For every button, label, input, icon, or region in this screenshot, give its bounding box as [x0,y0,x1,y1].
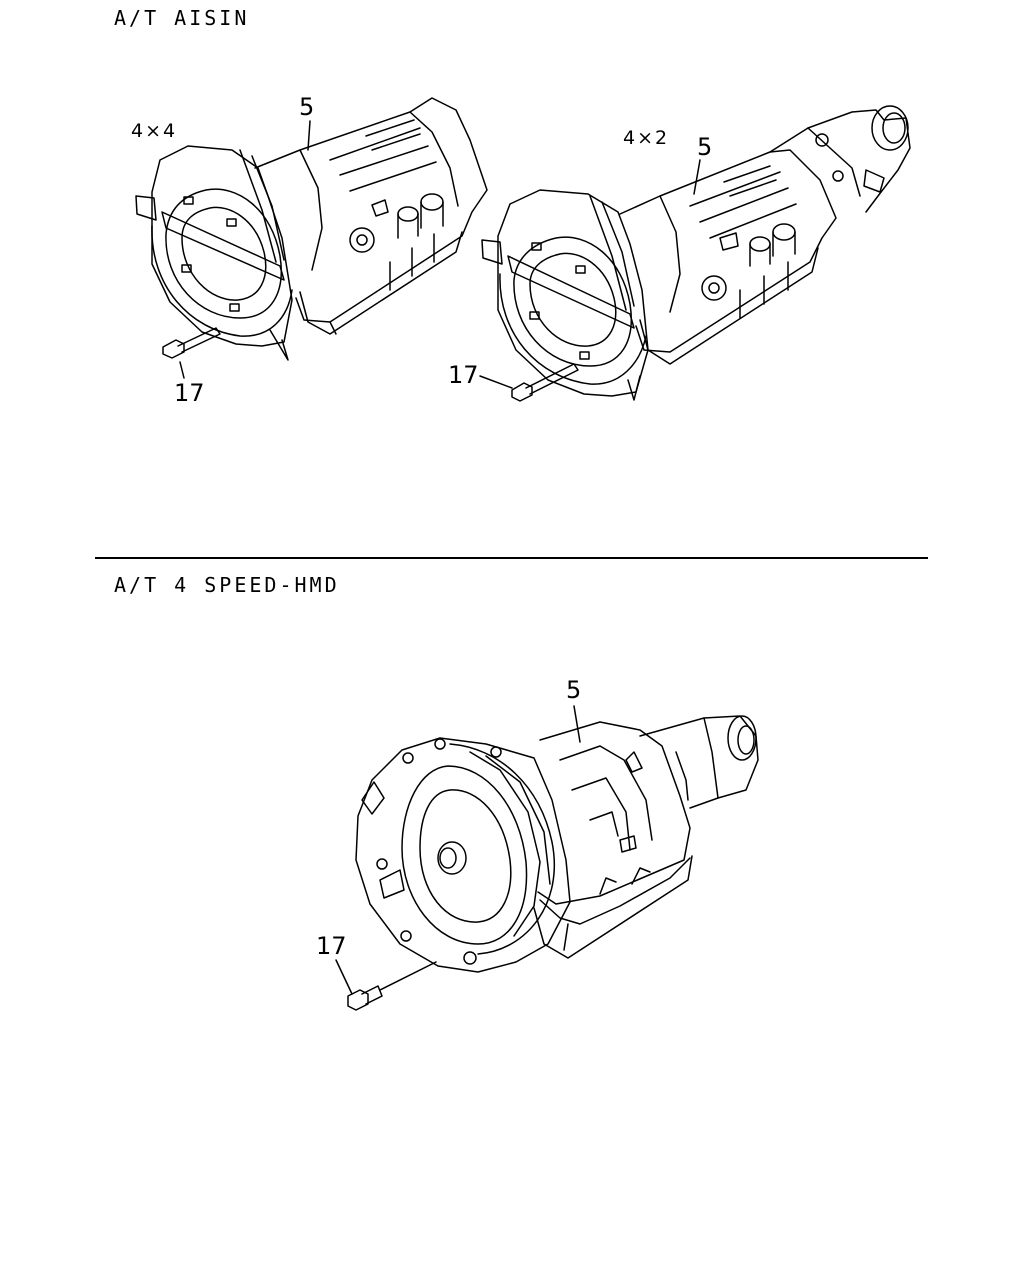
variant-label-4x2: 4×2 [623,127,670,149]
part-callout-5-4x4: 5 [299,93,315,121]
transmission-hmd-4speed [336,706,758,1010]
transmission-aisin-4x4 [136,98,487,378]
transmission-aisin-4x2 [480,106,910,401]
variant-label-4x4: 4×4 [131,120,178,142]
section-title-hmd: A/T 4 SPEED-HMD [114,573,340,597]
part-callout-5-hmd: 5 [566,676,582,704]
bolt-callout-17-4x2: 17 [448,361,479,389]
section-title-aisin: A/T AISIN [114,6,250,30]
part-callout-5-4x2: 5 [697,133,713,161]
section-divider [95,557,928,559]
bolt-callout-17-hmd: 17 [316,932,347,960]
bolt-callout-17-4x4: 17 [174,379,205,407]
